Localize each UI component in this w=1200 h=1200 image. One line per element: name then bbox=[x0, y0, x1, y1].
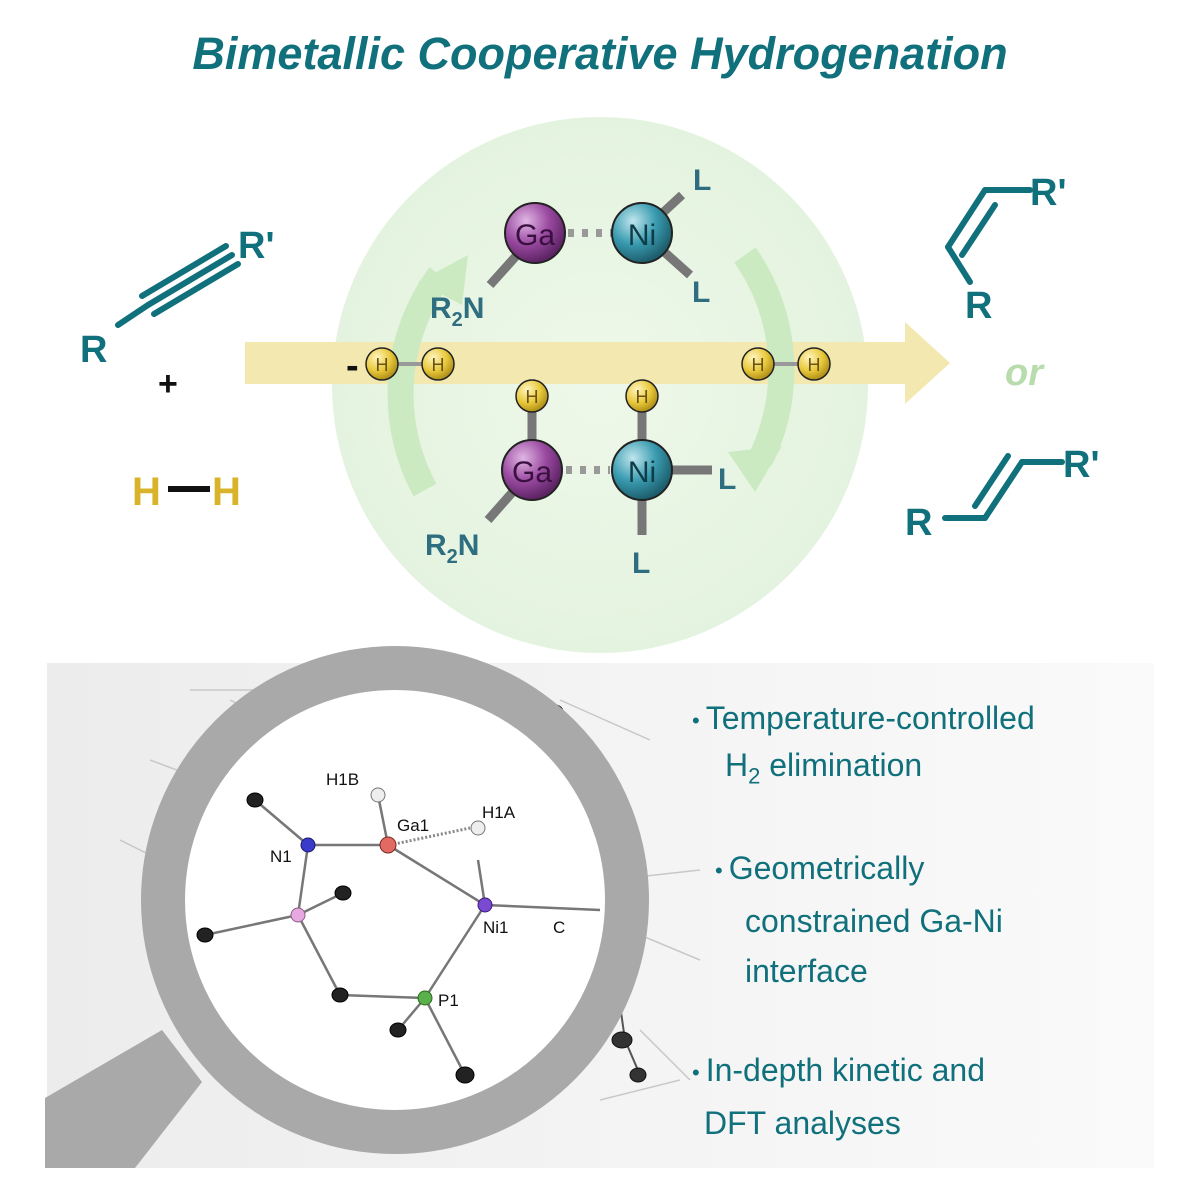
z-alkene-product bbox=[945, 187, 1033, 285]
magnifier-handle bbox=[45, 1030, 202, 1168]
ni1-atom bbox=[477, 897, 493, 913]
top-ga-atom bbox=[504, 202, 566, 264]
page-title: Bimetallic Cooperative Hydrogenation bbox=[192, 28, 1008, 79]
bullet-2-line-3: interface bbox=[745, 952, 868, 989]
magnifier-rim bbox=[141, 646, 649, 1154]
bottom-ni-h-label: H bbox=[636, 387, 649, 407]
right-h-label-2: H bbox=[808, 355, 821, 375]
bottom-ni-label: Ni bbox=[628, 456, 656, 489]
n1-atom bbox=[300, 837, 316, 853]
reactant-rprime-label: R' bbox=[238, 225, 274, 267]
bullet-1-line-2: H2 elimination bbox=[692, 743, 1035, 798]
reactant-h-left: H bbox=[132, 470, 161, 514]
top-l-label-2: L bbox=[692, 276, 710, 309]
left-h-label-1: H bbox=[376, 355, 389, 375]
bottom-ga-h-label: H bbox=[526, 387, 539, 407]
cycle-arrowhead-right bbox=[728, 446, 782, 492]
e-alkene-product bbox=[942, 453, 1065, 521]
bottom-l-label-1: L bbox=[718, 463, 736, 496]
bottom-ga-atom bbox=[501, 439, 563, 501]
bottom-ga-label: Ga bbox=[512, 456, 552, 489]
molecule-bonds bbox=[204, 794, 601, 1076]
bullet-geometry: •Geometrically constrained Ga-Ni interfa… bbox=[715, 846, 1003, 993]
bullet-2-line-1: Geometrically bbox=[728, 850, 925, 886]
e-product-r-label: R bbox=[905, 502, 932, 544]
bullet-1-post: elimination bbox=[760, 746, 923, 783]
cycle-background-circle bbox=[332, 117, 868, 653]
top-ga-label: Ga bbox=[515, 219, 555, 252]
bullet-1-sub: 2 bbox=[748, 762, 761, 788]
bullet-temperature: •Temperature-controlled H2 elimination bbox=[692, 696, 1035, 798]
minus-sign: - bbox=[346, 345, 359, 387]
bullet-dot: • bbox=[692, 707, 700, 733]
bullet-2-line-2: constrained Ga-Ni bbox=[745, 902, 1003, 939]
bullet-kinetics: •In-depth kinetic and DFT analyses bbox=[692, 1048, 985, 1145]
bottom-l-label-2: L bbox=[632, 547, 650, 580]
alkyne-reactant bbox=[115, 243, 241, 328]
bottom-r2n-label: R2N bbox=[425, 529, 479, 568]
e-product-rprime-label: R' bbox=[1063, 444, 1099, 486]
c-label: C bbox=[553, 918, 565, 937]
top-l-label-1: L bbox=[693, 164, 711, 197]
p1-atom bbox=[417, 990, 433, 1006]
ga1-label: Ga1 bbox=[397, 816, 429, 835]
right-h-atom-2 bbox=[797, 347, 831, 381]
bullet-1-h: H bbox=[725, 746, 749, 783]
cycle-arrow-right bbox=[734, 247, 795, 466]
molecule-carbon-atoms bbox=[196, 792, 475, 1084]
top-ni-atom bbox=[611, 202, 673, 264]
bullet-3-line-1: In-depth kinetic and bbox=[705, 1052, 985, 1088]
reaction-arrow-head bbox=[905, 322, 950, 404]
right-h-label-1: H bbox=[752, 355, 765, 375]
bullet-1-line-1: Temperature-controlled bbox=[705, 700, 1035, 736]
ni1-label: Ni1 bbox=[483, 918, 509, 937]
p1-label: P1 bbox=[438, 991, 459, 1010]
pink-atom bbox=[290, 907, 306, 923]
bottom-ni-atom bbox=[611, 439, 673, 501]
plus-sign: + bbox=[158, 365, 178, 403]
bullet-dot: • bbox=[715, 857, 723, 883]
h1a-atom bbox=[470, 820, 486, 836]
magnifier-lens bbox=[185, 690, 605, 1110]
left-h-atom-1 bbox=[365, 347, 399, 381]
cycle-arrow-left bbox=[387, 267, 451, 497]
h1a-label: H1A bbox=[482, 803, 516, 822]
left-h-label-2: H bbox=[432, 355, 445, 375]
left-h-atom-2 bbox=[421, 347, 455, 381]
reactant-h-right: H bbox=[212, 470, 241, 514]
n1-label: N1 bbox=[270, 847, 292, 866]
z-product-r-label: R bbox=[965, 285, 992, 327]
bottom-ga-h-atom bbox=[515, 379, 549, 413]
ga-h1a-contact bbox=[389, 826, 471, 847]
top-r2n-label: R2N bbox=[430, 292, 484, 331]
bottom-ni-h-atom bbox=[625, 379, 659, 413]
h1b-label: H1B bbox=[326, 770, 359, 789]
top-ni-label: Ni bbox=[628, 219, 656, 252]
right-h-atom-1 bbox=[741, 347, 775, 381]
z-product-rprime-label: R' bbox=[1030, 172, 1066, 214]
reactant-r-label: R bbox=[80, 329, 107, 371]
ga1-atom bbox=[379, 836, 397, 854]
bullet-3-line-2: DFT analyses bbox=[704, 1104, 901, 1141]
cycle-arrowhead-left bbox=[418, 255, 468, 305]
or-label: or bbox=[1005, 352, 1045, 394]
h1b-atom bbox=[370, 787, 386, 803]
bullet-dot: • bbox=[692, 1059, 700, 1085]
